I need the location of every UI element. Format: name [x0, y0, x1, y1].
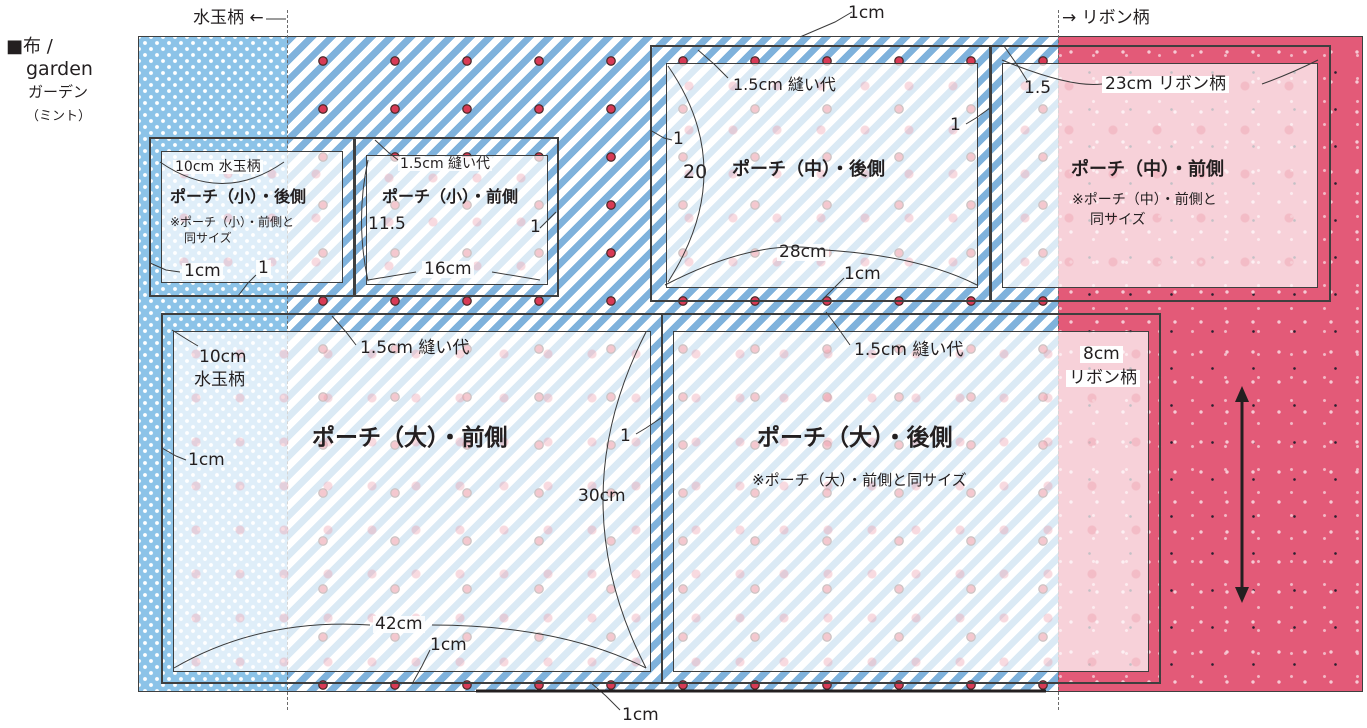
- medium-back-height-curve: [667, 65, 705, 283]
- large-front-title: ポーチ（大）・前側: [312, 425, 508, 451]
- medium-front-note-line1: ※ポーチ（中）・前側と: [1072, 192, 1217, 208]
- large-front-width-leader: [171, 329, 199, 347]
- medium-back-right-leader: [965, 107, 991, 125]
- piece-large-back: [661, 313, 1161, 684]
- piece-small-front-inner: [366, 155, 548, 285]
- small-front-seam-leader: [374, 139, 399, 161]
- medium-back-seam-label: 1.5cm 縫い代: [733, 75, 836, 94]
- medium-back-height-label: 20: [683, 161, 708, 183]
- medium-back-bottom-leader: [819, 277, 845, 303]
- piece-small-front: [354, 137, 559, 297]
- small-back-margin-bottom: 1: [256, 258, 271, 278]
- small-front-seam-label: 1.5cm 縫い代: [398, 156, 493, 172]
- small-back-title: ポーチ（小）・後側: [170, 187, 307, 206]
- top-margin-label: 1cm: [848, 3, 885, 23]
- grain-direction-arrow: [1235, 386, 1249, 603]
- small-back-width-curve: [159, 161, 285, 184]
- large-front-width-line1: 10cm: [199, 347, 247, 367]
- fabric-label-line1: ■布 /: [6, 36, 53, 57]
- piece-large-front-inner: [173, 331, 651, 672]
- medium-front-width-curve-right: [1261, 59, 1319, 85]
- large-back-seam-leader: [825, 311, 851, 346]
- medium-front-title: ポーチ（中）・前側: [1071, 159, 1224, 180]
- large-front-left-leader: [161, 447, 187, 461]
- legend-ribbon: → リボン柄: [1062, 8, 1150, 28]
- medium-front-width-curve: [1001, 59, 1103, 85]
- large-front-width-curve-right: [431, 624, 647, 669]
- medium-front-note-line2: 同サイズ: [1090, 212, 1146, 228]
- medium-back-bottom-margin: 1cm: [844, 264, 881, 284]
- bottom-margin-leader: [589, 681, 621, 711]
- fabric-label-line2: garden: [26, 58, 93, 80]
- small-back-margin-left: 1cm: [182, 261, 223, 281]
- small-back-left-leader: [149, 262, 181, 273]
- large-front-width-line2: 水玉柄: [194, 370, 245, 390]
- small-back-width-label: 10cm 水玉柄: [173, 159, 263, 175]
- large-front-margin-left: 1cm: [188, 450, 225, 470]
- large-front-bottom-leader: [411, 649, 431, 685]
- large-front-width-curve: [173, 623, 371, 669]
- large-front-height-curve: [602, 331, 647, 669]
- piece-medium-front: [990, 45, 1331, 302]
- large-back-title: ポーチ（大）・後側: [757, 425, 953, 451]
- large-back-ribbon-line1: 8cm: [1080, 346, 1123, 363]
- large-front-bottom-margin: 1cm: [430, 635, 467, 655]
- medium-front-width-label: 23cm リボン柄: [1102, 76, 1229, 93]
- small-front-width-line-right: [491, 271, 541, 281]
- piece-large-back-inner: [673, 331, 1149, 672]
- medium-back-title: ポーチ（中）・後側: [732, 159, 885, 180]
- large-front-right-leader: [635, 417, 662, 435]
- large-back-ribbon-line2: リボン柄: [1066, 370, 1140, 387]
- large-front-height-label: 30cm: [578, 486, 626, 506]
- medium-front-top-margin: 1.5: [1024, 78, 1052, 98]
- large-front-right-margin: 1: [620, 426, 631, 446]
- medium-front-top-leader: [1003, 45, 1029, 83]
- large-back-seam-label: 1.5cm 縫い代: [854, 340, 964, 360]
- small-front-width-line-left: [367, 271, 417, 281]
- small-back-bottom-leader: [237, 274, 257, 297]
- small-front-right-leader: [539, 211, 557, 229]
- fabric-label-line4: （ミント）: [26, 109, 92, 124]
- small-front-title: ポーチ（小）・前側: [382, 187, 519, 206]
- small-back-note-line1: ※ポーチ（小）・前側と: [170, 215, 295, 229]
- large-back-note: ※ポーチ（大）・前側と同サイズ: [752, 471, 967, 489]
- fabric-label-line3: ガーデン: [28, 83, 89, 101]
- large-front-seam-leader: [331, 315, 357, 346]
- medium-back-seam-leader: [697, 49, 729, 79]
- bottom-margin-label: 1cm: [622, 705, 659, 725]
- small-front-margin-right: 1: [530, 217, 541, 237]
- large-front-seam-label: 1.5cm 縫い代: [360, 338, 470, 358]
- piece-large-front: [161, 313, 663, 684]
- small-front-width-label: 16cm: [422, 259, 474, 279]
- medium-back-right-margin: 1: [950, 115, 961, 135]
- medium-back-width-curve: [664, 246, 978, 286]
- small-back-note-line2: 同サイズ: [184, 231, 232, 245]
- medium-back-left-leader: [649, 129, 673, 141]
- legend-mizutama: 水玉柄 ←: [193, 8, 264, 28]
- large-front-width-total: 42cm: [373, 614, 425, 634]
- medium-back-left-margin: 1: [673, 129, 684, 149]
- top-margin-leader: [799, 11, 853, 38]
- small-front-height-label: 11.5: [368, 214, 406, 234]
- piece-medium-front-inner: [1002, 63, 1318, 288]
- small-front-height-curve: [361, 159, 369, 282]
